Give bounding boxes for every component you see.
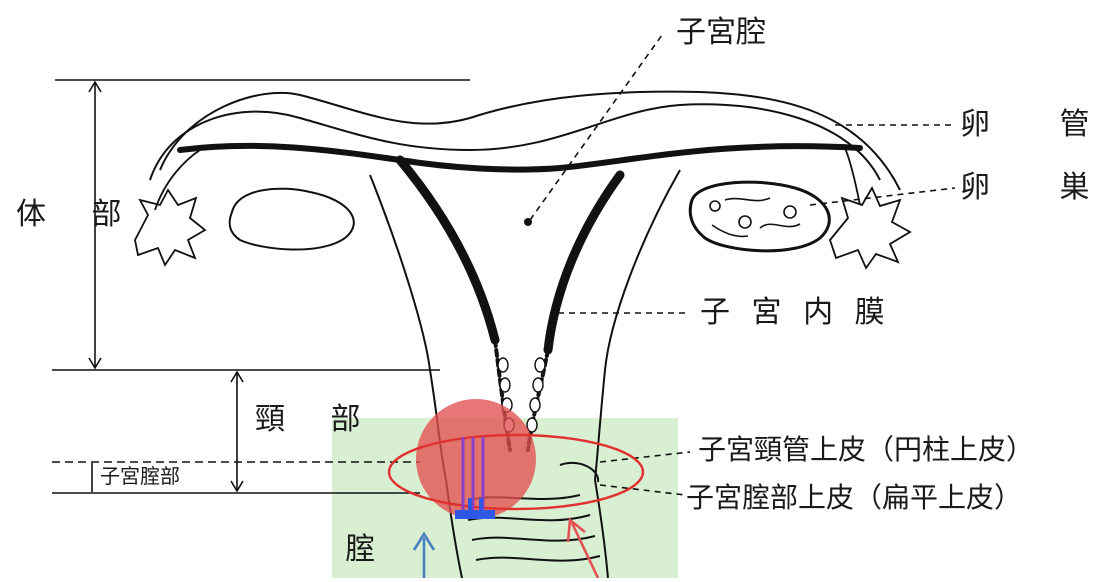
label-endometrium: 子 宮 内 膜	[700, 298, 891, 328]
label-fallopian-tube: 卵 管	[960, 110, 1104, 140]
label-vaginal-portion: 子宮腟部	[100, 466, 180, 486]
label-body: 体 部	[16, 200, 140, 230]
label-neck: 頸 部	[255, 405, 379, 435]
label-vagina: 腟	[345, 535, 375, 565]
left-ovary	[230, 189, 354, 250]
left-fimbria	[135, 150, 205, 265]
label-ovary: 卵 巣	[960, 173, 1104, 203]
right-ovary	[690, 182, 829, 251]
label-uterine-cavity: 子宮腔	[676, 18, 766, 48]
label-vaginal-portion-epithelium: 子宮腟部上皮（扁平上皮）	[686, 484, 1022, 512]
label-cervical-canal-epithelium: 子宮頸管上皮（円柱上皮）	[698, 436, 1034, 464]
right-fimbria	[830, 148, 910, 268]
